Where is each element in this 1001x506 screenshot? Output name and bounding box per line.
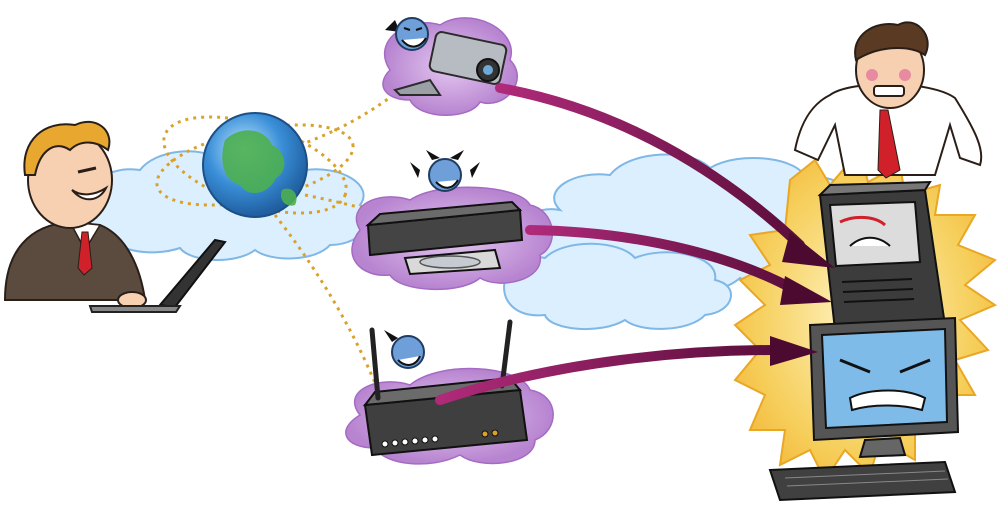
devil-camera: [385, 17, 429, 51]
monitor: [768, 316, 960, 502]
attacker: [3, 120, 227, 313]
victim: [793, 21, 983, 179]
dvd-player: [351, 150, 554, 291]
attack-arrow-router: [435, 345, 780, 405]
router: [345, 319, 554, 465]
devil-dvd: [410, 150, 480, 192]
server: [817, 180, 947, 332]
devil-router: [384, 330, 425, 369]
ip-camera: [382, 17, 518, 116]
attack-arrows: [435, 83, 805, 405]
globe: [155, 112, 355, 218]
arrow-heads: [770, 232, 835, 366]
attack-arrow-dvd: [525, 225, 800, 295]
attack-arrow-camera: [495, 83, 805, 250]
